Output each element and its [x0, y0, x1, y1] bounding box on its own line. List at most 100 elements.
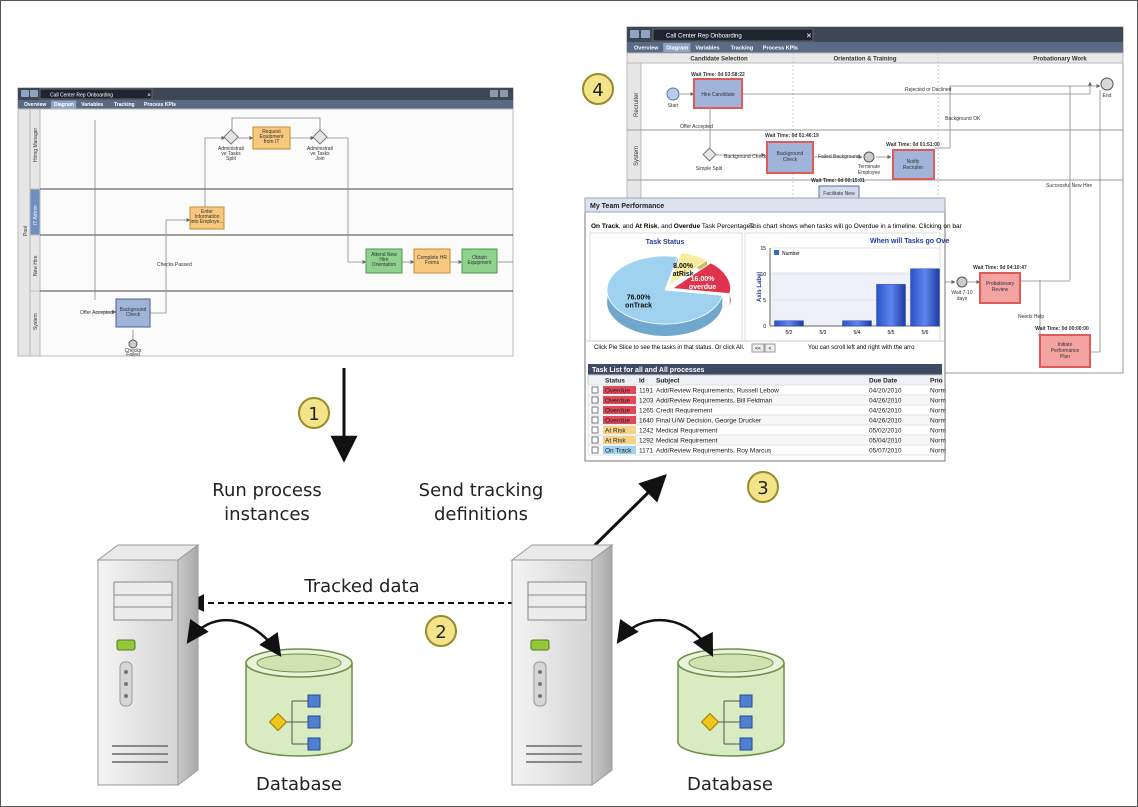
tab-diagram[interactable] [51, 100, 77, 109]
pie-slice-overdue[interactable] [671, 262, 731, 295]
task-background-check-left[interactable]: Background Check [115, 298, 151, 328]
col-priority[interactable]: Prio [930, 378, 943, 385]
col-subject[interactable]: Subject [656, 378, 680, 385]
cell-prio: Norm [930, 398, 946, 405]
right-window-tab[interactable] [652, 28, 814, 42]
tab-diagram[interactable] [663, 43, 691, 52]
legend-swatch [774, 250, 779, 255]
task-background-check-right[interactable]: Wait Time: 0d 01:46:19 Background Check [765, 133, 819, 174]
tab-label: Overview [24, 102, 46, 108]
table-row[interactable] [587, 444, 943, 456]
cell-due: 05/04/2010 [869, 438, 902, 445]
cell-subject: Add/Review Requirements, Russell Lebow [656, 388, 779, 395]
scroll-first-button[interactable] [751, 343, 765, 353]
cell-prio: Norm [930, 388, 946, 395]
row-checkbox[interactable] [591, 446, 599, 454]
event-start-icon[interactable] [666, 87, 680, 101]
row-checkbox[interactable] [591, 426, 599, 434]
task-hire-candidate[interactable]: Wait Time: 0d 03:58:22 Hire Candidate [691, 72, 745, 109]
bar-5/2[interactable] [774, 320, 804, 327]
left-tool-icon[interactable] [500, 90, 508, 97]
bar-5/6[interactable] [910, 268, 940, 327]
cell-status: At Risk [605, 428, 626, 435]
event-start-label: Start [668, 103, 679, 109]
cell-status: On Track [605, 448, 632, 455]
pie-footer: Click Pie Slice to see the tasks in that… [594, 345, 745, 351]
cell-prio: Norm [930, 428, 946, 435]
col-id[interactable]: Id [639, 378, 645, 385]
svg-text:Obtain: Obtain [472, 255, 487, 261]
cell-prio: Norm [930, 408, 946, 415]
svg-text:Attend New: Attend New [371, 252, 397, 258]
row-checkbox[interactable] [591, 396, 599, 404]
badge-4: 4 [582, 73, 614, 105]
badge-3: 3 [747, 471, 779, 503]
cell-id: 1242 [639, 428, 654, 435]
svg-text:2: 2 [435, 622, 446, 643]
task-complete-forms[interactable]: Complete HR Forms [413, 248, 451, 274]
left-back-icon[interactable] [21, 90, 29, 97]
task-attend-orientation[interactable]: Attend New Hire Orientation [365, 248, 403, 274]
cell-due: 04/26/2010 [869, 408, 902, 415]
svg-text:Check: Check [126, 312, 141, 318]
task-notify-recruiter[interactable]: Wait Time: 0d 01:51:00 Notify Recruiter [886, 142, 940, 180]
event-checks-failed-icon[interactable] [128, 339, 138, 349]
flow-background-check: Background Check [724, 154, 767, 160]
svg-text:Check: Check [783, 157, 798, 163]
phase-orientation: Orientation & Training [833, 57, 896, 63]
pie-slice-atRisk[interactable] [667, 252, 708, 287]
svg-text:1: 1 [308, 404, 319, 425]
task-request-equipment[interactable]: Request Equipment from IT [252, 126, 291, 150]
terminate-event-icon[interactable] [863, 151, 875, 163]
left-server-icon [96, 544, 200, 786]
left-tab-bar [18, 100, 513, 109]
bar-5/5[interactable] [876, 284, 906, 327]
send-tracking-label-2: definitions [434, 504, 528, 525]
row-checkbox[interactable] [591, 416, 599, 424]
cell-id: 1171 [639, 448, 653, 455]
left-tool-icon[interactable] [490, 90, 498, 97]
gateway-join-icon[interactable] [312, 129, 328, 145]
task-probationary-review[interactable]: Wait Time: 0d 04:10:47 Probationary Revi… [973, 265, 1027, 304]
bar-5/4[interactable] [842, 320, 872, 327]
terminate-label-2: Employee [858, 170, 880, 176]
left-window-tab[interactable] [39, 88, 153, 100]
wait-initiate-plan: Wait Time: 0d 00:00:00 [1035, 326, 1089, 332]
left-close-icon[interactable]: ✕ [147, 93, 151, 99]
event-end-icon[interactable] [1100, 77, 1114, 91]
svg-text:Request: Request [262, 129, 281, 135]
row-checkbox[interactable] [591, 436, 599, 444]
task-facilitate[interactable]: Wait Time: 0d 00:15:01 Facilitate New [811, 178, 865, 201]
flow-needs-help: Needs Help [1018, 314, 1044, 320]
right-close-icon[interactable]: ✕ [806, 33, 812, 40]
left-forward-icon[interactable] [30, 90, 38, 97]
x-tick-label: 5/6 [922, 330, 929, 336]
svg-text:Complete HR: Complete HR [417, 255, 447, 261]
right-back-icon[interactable] [630, 30, 639, 38]
wait-label-1: Wait 7-10 [951, 290, 972, 296]
simple-split-icon[interactable] [702, 147, 717, 162]
wait-event-icon[interactable] [956, 276, 968, 288]
gateway-split-icon[interactable] [223, 129, 239, 145]
scroll-prev-button[interactable] [764, 343, 776, 353]
right-forward-icon[interactable] [641, 30, 650, 38]
cell-status: Overdue [605, 398, 630, 405]
row-checkbox[interactable] [591, 406, 599, 414]
cell-subject: Add/Review Requirements, Bill Feldman [656, 398, 773, 405]
task-enter-information[interactable]: Enter Information into Employe... [189, 206, 225, 230]
task-initiate-plan[interactable]: Wait Time: 0d 00:00:00 Initiate Performa… [1035, 326, 1091, 368]
wait-notify-recruiter: Wait Time: 0d 01:51:00 [886, 142, 940, 148]
lane-new-hire: New Hire [33, 255, 39, 276]
svg-text:Facilitate New: Facilitate New [823, 191, 855, 197]
task-obtain-equipment[interactable]: Obtain Equipment [461, 248, 498, 274]
send-arrow [590, 474, 667, 550]
col-due-date[interactable]: Due Date [869, 378, 898, 385]
cell-id: 1265 [639, 408, 654, 415]
row-checkbox[interactable] [591, 386, 599, 394]
col-status[interactable]: Status [605, 378, 625, 385]
pie-slice-onTrack[interactable] [606, 255, 723, 325]
x-tick-label: 5/4 [854, 330, 861, 336]
